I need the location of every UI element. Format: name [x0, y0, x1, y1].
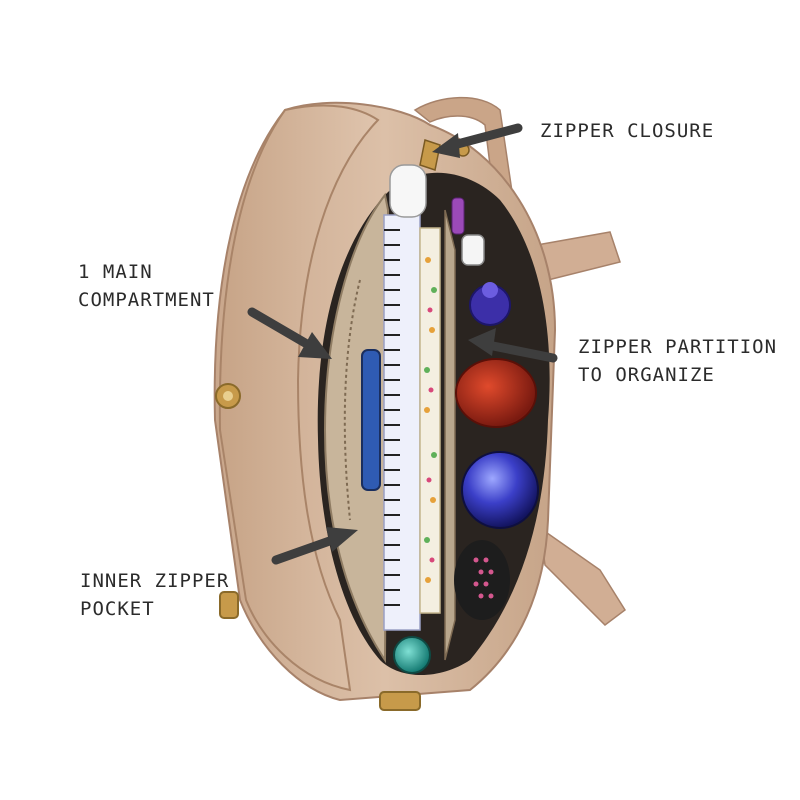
teal-cap-bottle: [393, 636, 431, 674]
callout-inner-pocket: INNER ZIPPER POCKET: [80, 567, 229, 623]
callout-line: COMPARTMENT: [78, 289, 215, 311]
lotion-bottle: [389, 164, 427, 218]
callout-line: INNER ZIPPER: [80, 570, 230, 592]
perfume-bottle: [469, 282, 511, 326]
phone: [361, 349, 381, 491]
bag-flap: [218, 104, 380, 692]
callout-main-compartment: 1 MAIN COMPARTMENT: [78, 258, 215, 314]
callout-line: TO ORGANIZE: [578, 364, 715, 386]
zipper-partition: [444, 209, 456, 661]
arrow-inner-pocket: [271, 527, 358, 565]
arrow-zipper-partition: [468, 328, 558, 363]
blue-container: [461, 451, 539, 529]
snap-button-icon: [215, 383, 241, 409]
callout-zipper-closure: ZIPPER CLOSURE: [540, 117, 714, 145]
patterned-folder: [419, 227, 441, 614]
spiral-notebook: [383, 214, 421, 631]
red-container: [455, 358, 537, 428]
mascara: [451, 197, 465, 235]
callout-zipper-partition: ZIPPER PARTITION TO ORGANIZE: [578, 333, 777, 389]
arrow-zipper-closure: [432, 123, 523, 158]
deodorant-bottle: [461, 234, 485, 266]
callout-line: POCKET: [80, 598, 155, 620]
arrow-main-compartment: [247, 307, 332, 359]
callout-line: ZIPPER CLOSURE: [540, 120, 715, 142]
buckle-icon: [219, 591, 421, 711]
callout-line: ZIPPER PARTITION: [578, 336, 778, 358]
hair-brush: [454, 540, 510, 620]
callout-line: 1 MAIN: [78, 261, 153, 283]
